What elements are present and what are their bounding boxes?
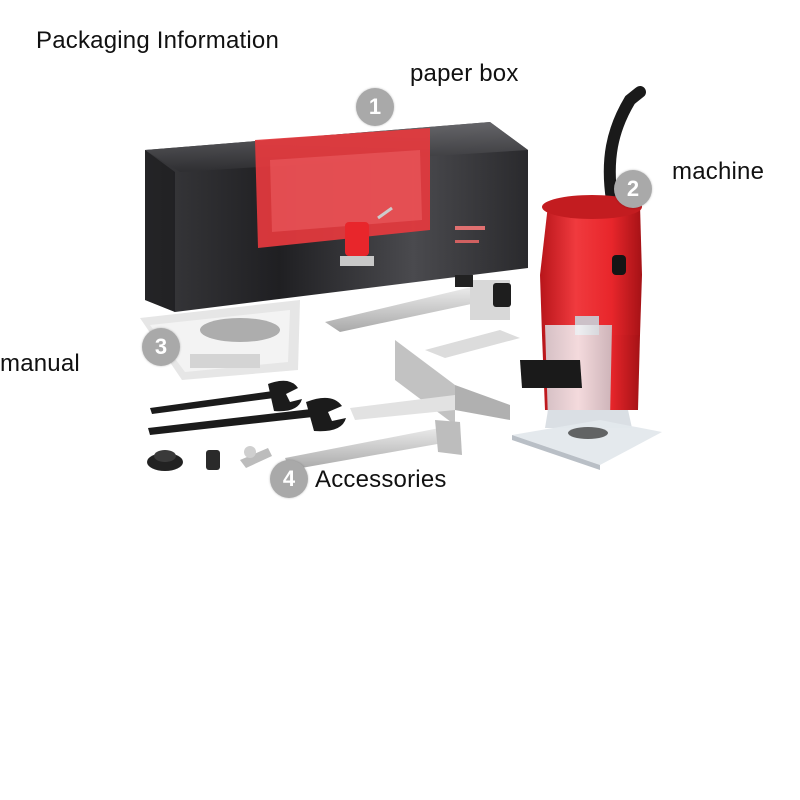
straight-guide-image [285,340,510,470]
number-badge-4: 4 [270,460,308,498]
manual-image [140,300,300,380]
machine-label: machine [672,158,765,185]
edge-guide-image [325,275,520,358]
page-title: Packaging Information [36,27,280,54]
number-badge-3: 3 [142,328,180,366]
paper-box-label: paper box [410,60,519,87]
manual-label: manual [0,350,80,377]
number-badge-2: 2 [614,170,652,208]
paper-box-image [145,122,528,312]
small-parts-image [147,446,272,471]
accessories-label: Accessories [315,466,447,493]
wrenches-image [148,380,346,435]
number-badge-1: 1 [356,88,394,126]
machine-image [512,86,662,470]
